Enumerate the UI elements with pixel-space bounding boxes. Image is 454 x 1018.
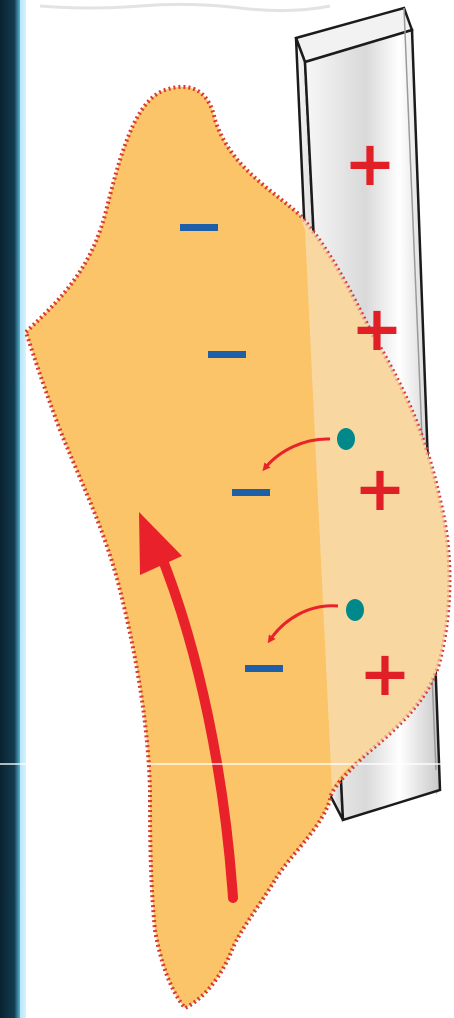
positive-charge-4: +: [359, 637, 411, 710]
teal-dot-icon: [337, 428, 355, 450]
positive-charge-3: +: [354, 452, 406, 525]
negative-charge-1: [180, 224, 218, 231]
positive-charge-2: +: [351, 292, 403, 365]
teal-dot-icon: [346, 599, 364, 621]
negative-charge-2: [208, 351, 246, 358]
positive-charge-1: +: [344, 127, 396, 200]
top-caption-fragment: [40, 4, 330, 10]
negative-charge-3: [232, 489, 270, 496]
negative-charge-4: [245, 665, 283, 672]
left-edge-highlight: [20, 0, 26, 1018]
